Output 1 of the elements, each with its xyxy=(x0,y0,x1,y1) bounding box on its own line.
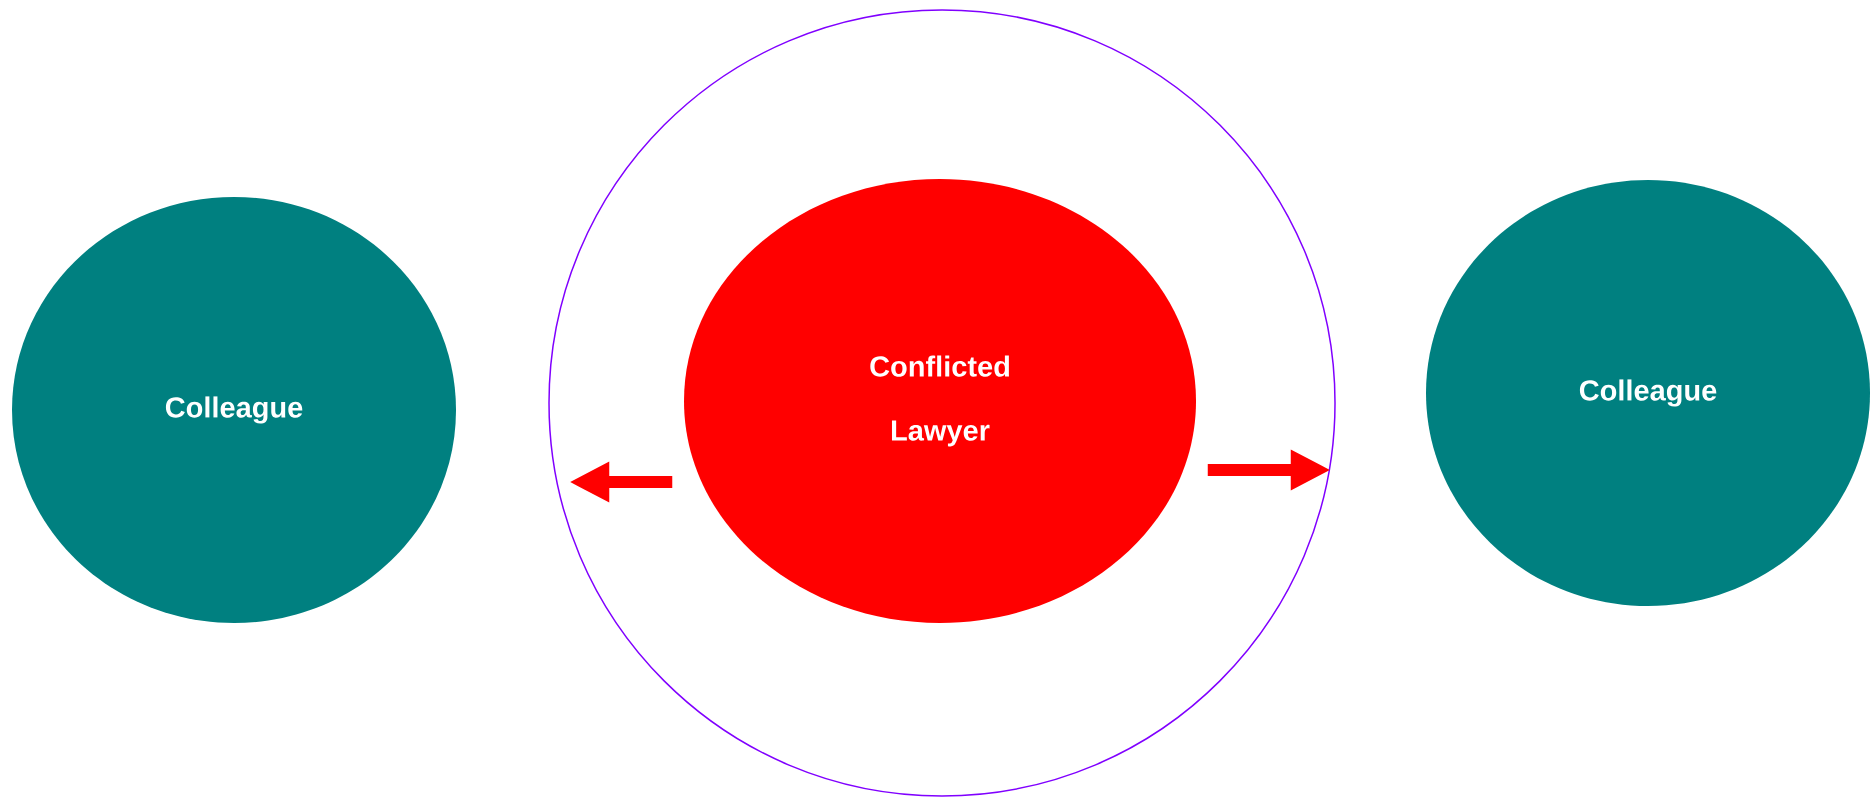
circle xyxy=(548,9,1336,797)
